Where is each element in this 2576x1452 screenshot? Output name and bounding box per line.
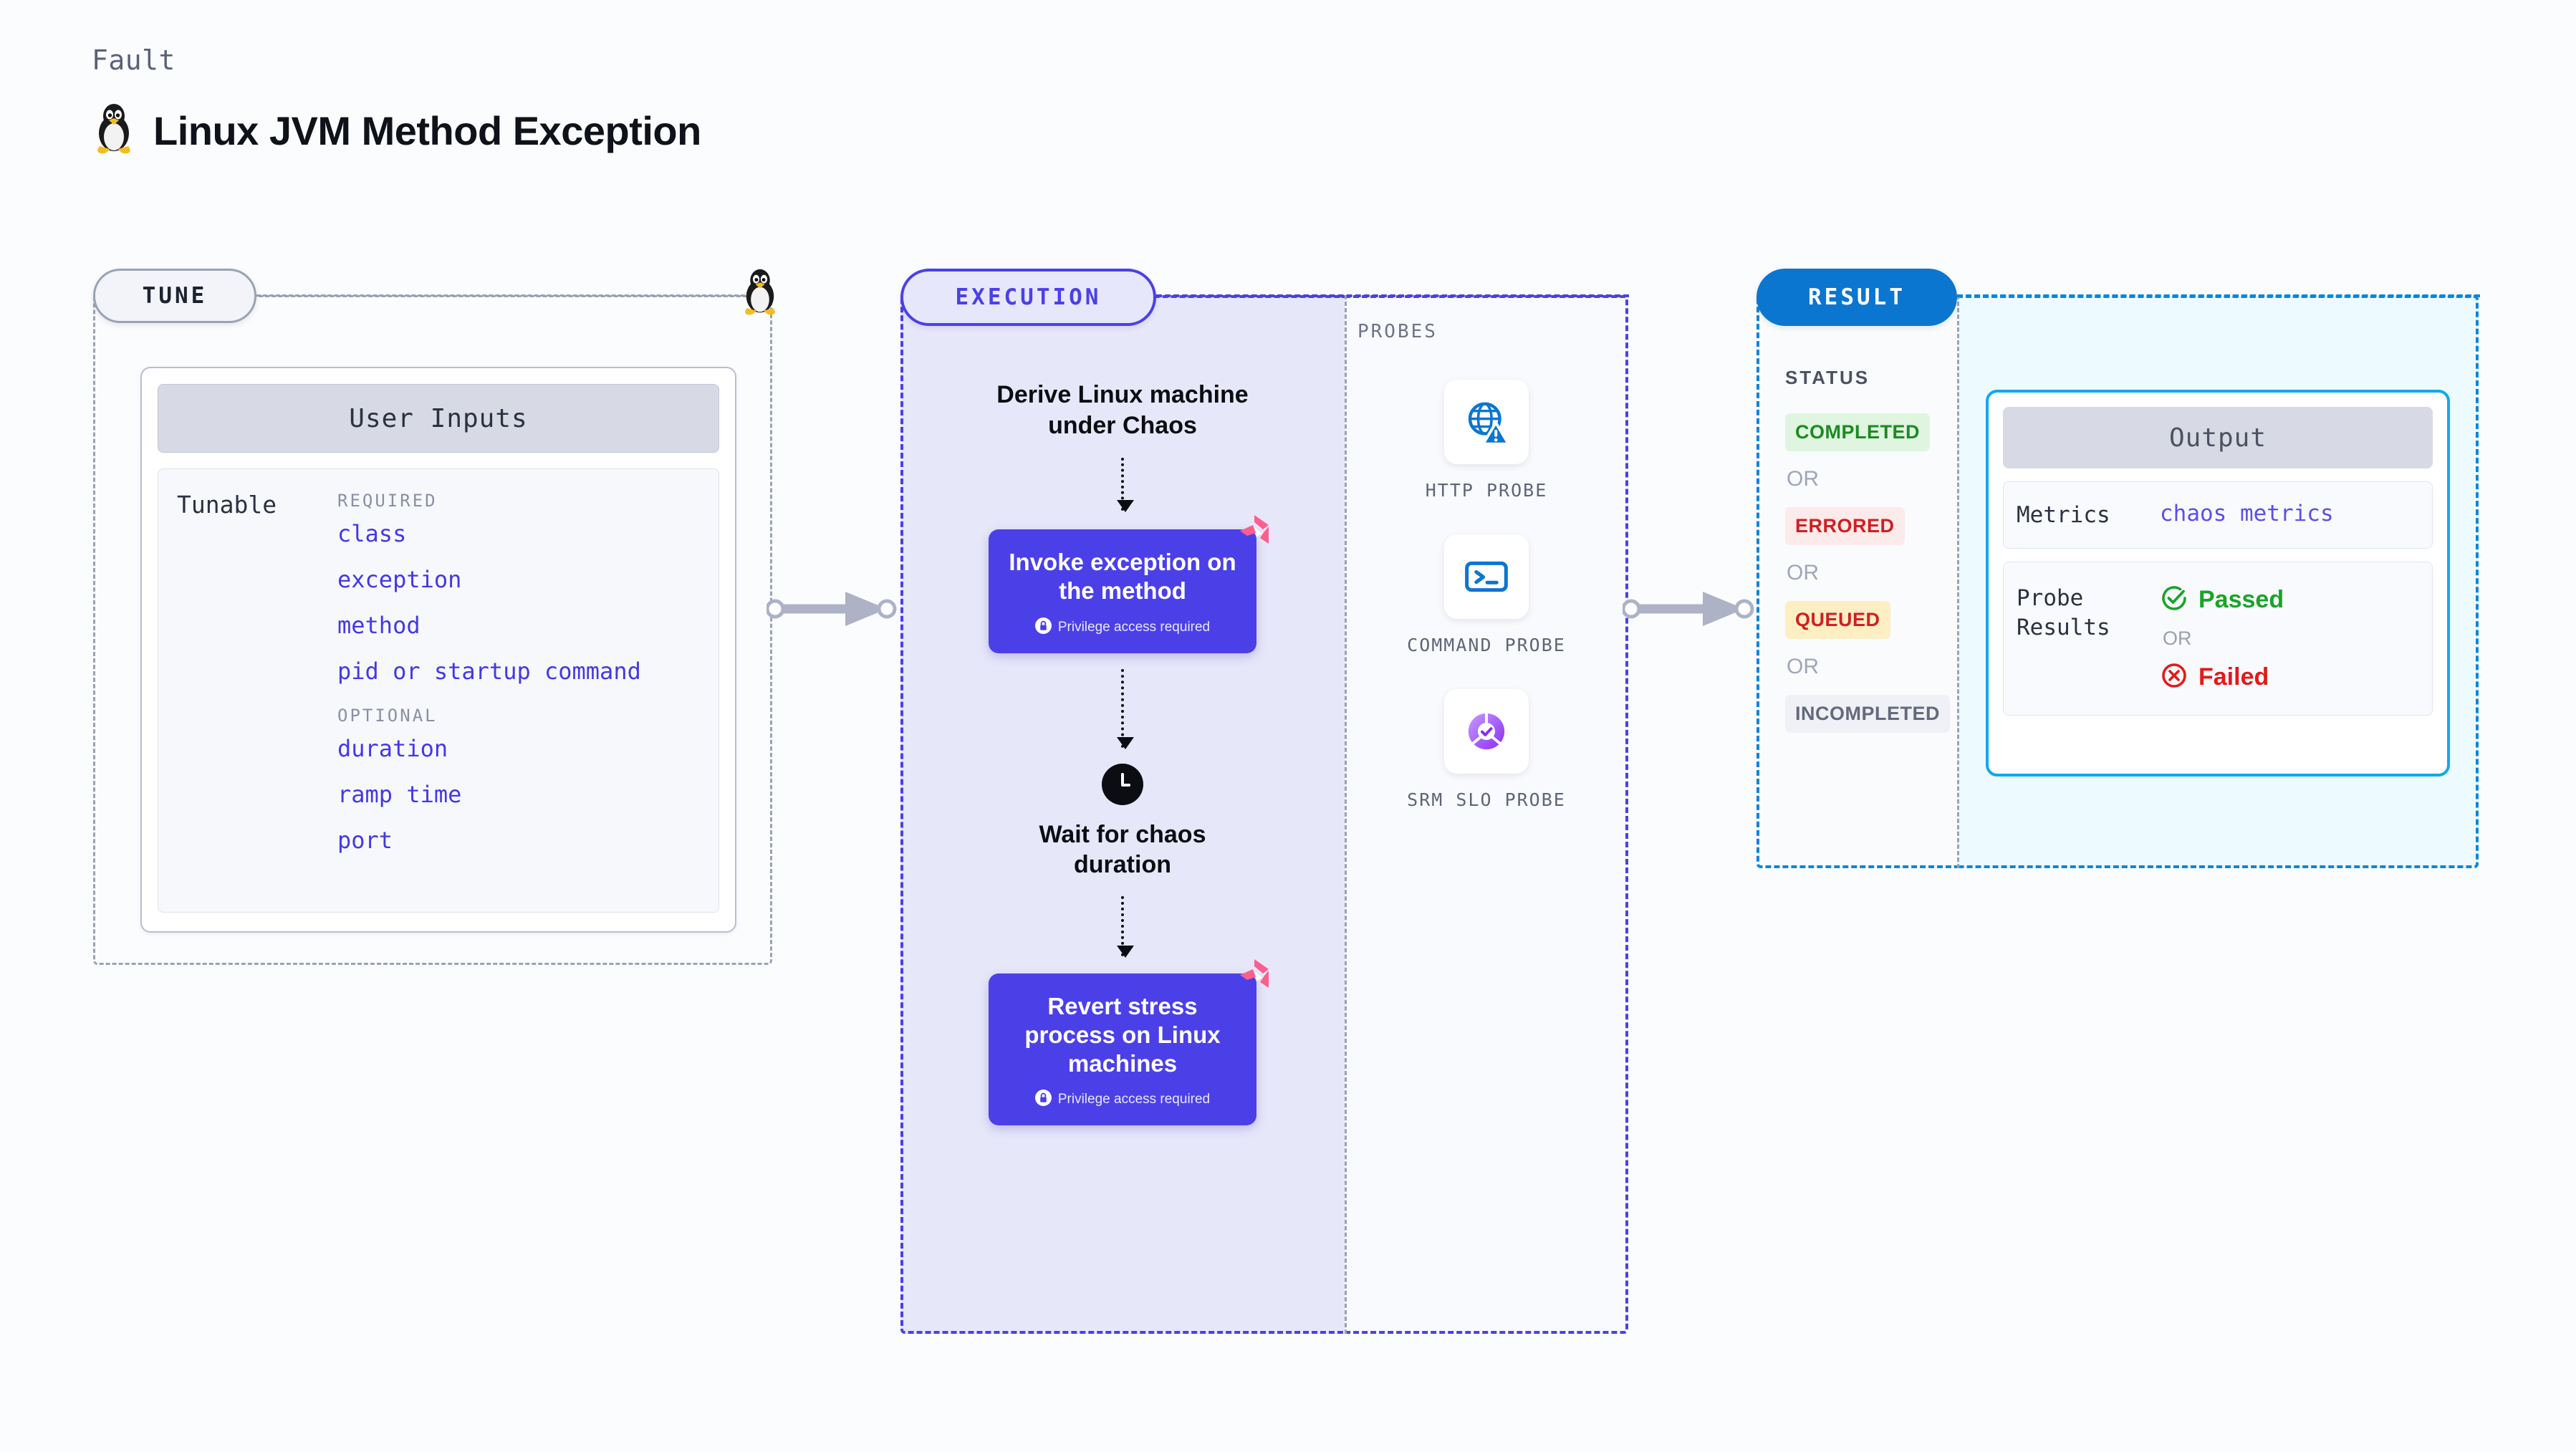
tune-panel-top-dash (256, 294, 758, 297)
globe-warning-icon (1443, 380, 1529, 464)
flow-arrow (1117, 668, 1134, 749)
metrics-value[interactable]: chaos metrics (2160, 501, 2334, 527)
execution-node-title: Invoke exception on the method (1009, 549, 1236, 605)
output-title: Output (2003, 407, 2433, 468)
probes-title: PROBES (1357, 321, 1438, 342)
result-panel-top-dash (1957, 294, 2480, 297)
stage-pill-result[interactable]: RESULT (1756, 269, 1957, 326)
probe-result-passed: Passed (2160, 584, 2284, 616)
output-card: Output Metrics chaos metrics Probe Resul… (1986, 390, 2450, 777)
title-row: Linux JVM Method Exception (92, 103, 701, 158)
probes-divider (1345, 295, 1347, 1334)
probe-results-key: Probe Results (2017, 585, 2110, 640)
status-badge: INCOMPLETED (1785, 695, 1951, 733)
probes-panel-boundary (1345, 295, 1628, 1334)
connector-execution-to-result (1621, 587, 1773, 634)
linux-penguin-marker-icon (739, 269, 781, 319)
tunable-label: Tunable (177, 491, 277, 519)
execution-node-invoke[interactable]: Invoke exception on the method Privilege… (989, 515, 1269, 653)
status-badge: ERRORED (1785, 507, 1905, 545)
probe-item-http[interactable]: HTTP PROBE (1426, 380, 1548, 503)
result-divider (1957, 295, 1959, 868)
chaos-badge-icon (1236, 956, 1272, 996)
clock-icon (1102, 763, 1143, 805)
flow-caption-derive: Derive Linux machine under Chaos (996, 381, 1249, 439)
execution-node-title: Revert stress process on Linux machines (1024, 992, 1221, 1077)
or-label: OR (1787, 467, 1819, 491)
x-circle-icon (2160, 661, 2188, 693)
tunable-item[interactable]: duration (337, 735, 448, 762)
probe-results-values: Passed OR Failed (2160, 584, 2284, 693)
probe-failed-label: Failed (2198, 663, 2269, 691)
probe-label: SRM SLO PROBE (1407, 789, 1566, 810)
group-heading-optional: OPTIONAL (337, 706, 438, 726)
eyebrow-label: Fault (92, 44, 176, 76)
privilege-text: Privilege access required (1057, 1092, 1211, 1107)
group-heading-required: REQUIRED (337, 491, 438, 511)
privilege-row: Privilege access required (1003, 617, 1242, 638)
page-header: Fault Linux JVM Method Exception (92, 44, 701, 158)
probe-passed-label: Passed (2198, 586, 2284, 614)
lock-icon (1034, 617, 1052, 638)
tunable-item[interactable]: class (337, 520, 407, 547)
metrics-key: Metrics (2017, 502, 2110, 528)
user-inputs-title: User Inputs (158, 384, 719, 453)
status-badge: QUEUED (1785, 601, 1890, 639)
or-label: OR (1787, 561, 1819, 585)
probe-result-failed: Failed (2160, 661, 2284, 693)
tunable-item[interactable]: method (337, 612, 420, 639)
tunable-item[interactable]: port (337, 827, 393, 854)
probe-results-row: Probe Results Passed OR (2003, 562, 2433, 716)
flow-caption-wait: Wait for chaos duration (1039, 820, 1206, 879)
execution-flow: Derive Linux machine under Chaos Invoke … (900, 380, 1345, 1126)
connector-tune-to-execution (765, 587, 910, 634)
probe-item-command[interactable]: COMMAND PROBE (1407, 534, 1566, 658)
status-title: STATUS (1785, 367, 1870, 388)
probe-list: HTTP PROBE COMMAND PROBE (1345, 380, 1628, 812)
user-inputs-card: User Inputs Tunable REQUIRED class excep… (140, 367, 736, 933)
lock-icon (1034, 1090, 1052, 1110)
linux-penguin-icon (92, 103, 136, 158)
execution-panel-top-dash (1156, 294, 1629, 297)
privilege-row: Privilege access required (1003, 1090, 1242, 1110)
flow-arrow (1117, 458, 1134, 512)
chaos-badge-icon (1236, 512, 1272, 552)
tunable-item[interactable]: ramp time (337, 781, 462, 808)
terminal-icon (1443, 534, 1529, 619)
privilege-text: Privilege access required (1057, 619, 1211, 635)
page-title: Linux JVM Method Exception (153, 108, 701, 153)
probe-label: HTTP PROBE (1425, 480, 1548, 501)
probe-label: COMMAND PROBE (1407, 634, 1566, 655)
probe-item-srm-slo[interactable]: SRM SLO PROBE (1407, 688, 1566, 812)
execution-node-revert[interactable]: Revert stress process on Linux machines … (989, 958, 1269, 1126)
status-badge: COMPLETED (1785, 413, 1931, 451)
tunable-item[interactable]: exception (337, 566, 462, 593)
status-column: STATUS COMPLETED OR ERRORED OR QUEUED OR… (1785, 367, 1951, 733)
stage-pill-tune[interactable]: TUNE (93, 269, 256, 323)
flow-arrow (1117, 895, 1134, 958)
or-label: OR (1787, 655, 1819, 678)
tunable-box: Tunable REQUIRED class exception method … (158, 468, 719, 913)
result-panel-boundary (1756, 295, 1957, 868)
tunable-item[interactable]: pid or startup command (337, 658, 641, 685)
tunable-list: REQUIRED class exception method pid or s… (337, 491, 719, 912)
stage-pill-execution[interactable]: EXECUTION (900, 269, 1156, 326)
or-label: OR (2163, 628, 2192, 650)
metrics-row: Metrics chaos metrics (2003, 481, 2433, 549)
check-circle-icon (2160, 584, 2188, 616)
slo-donut-check-icon (1443, 688, 1529, 774)
